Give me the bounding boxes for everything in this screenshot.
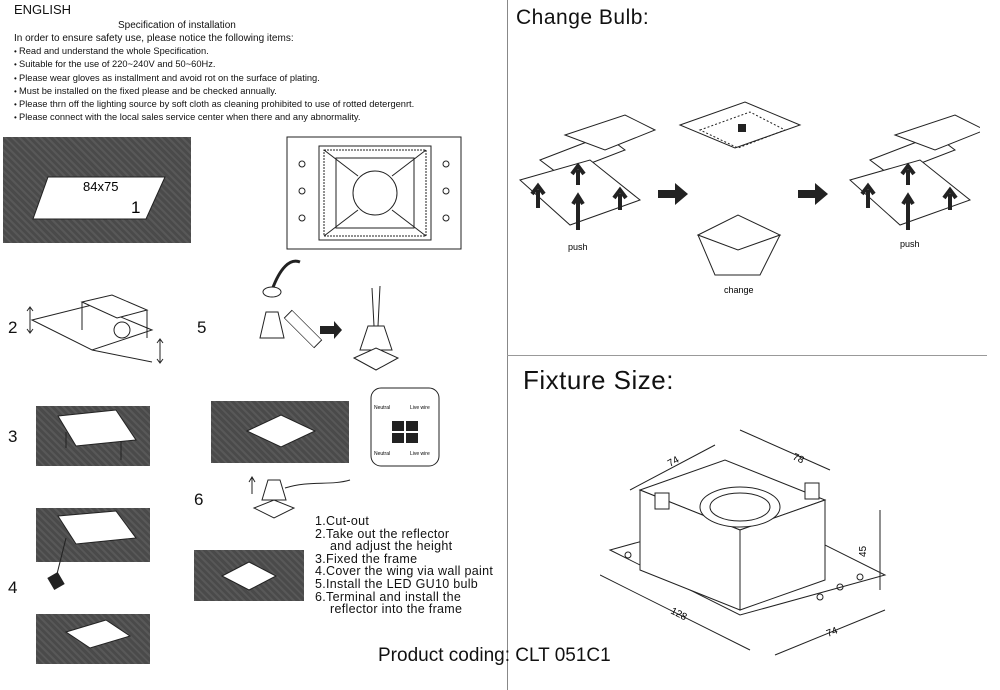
- dimension-width: 74: [825, 625, 840, 640]
- fixture-size-heading: Fixture Size:: [523, 365, 674, 395]
- bullet-item: Read and understand the whole Specificat…: [14, 45, 414, 58]
- wiring-terminal-diagram: Neutral Live wire Neutral Live wire: [370, 387, 440, 467]
- language-heading: ENGLISH: [14, 2, 72, 17]
- step-text: 2.Take out the reflector: [315, 526, 450, 541]
- dimension-top-right: 78: [791, 452, 806, 467]
- painted-frame-diagram: [64, 619, 132, 649]
- product-coding: Product coding: CLT 051C1: [378, 645, 611, 666]
- install-bulb-diagram: [259, 259, 400, 371]
- step-number: 4: [8, 578, 18, 597]
- height-adjust-diagram: [26, 294, 164, 364]
- change-bulb-diagram: push change push: [518, 101, 980, 295]
- neutral-label: Neutral: [374, 451, 390, 457]
- step-text: and adjust the height: [330, 539, 453, 554]
- step-text: 4.Cover the wing via wall paint: [315, 564, 494, 579]
- dimension-top-left: 74: [666, 454, 682, 469]
- bullet-item: Suitable for the use of 220~240V and 50~…: [14, 58, 414, 71]
- fix-frame-diagram: [57, 409, 137, 460]
- safety-bullets: Read and understand the whole Specificat…: [14, 45, 414, 125]
- step-text: 6.Terminal and install the: [315, 589, 462, 604]
- dimension-length: 128: [669, 606, 689, 624]
- dimension-height: 45: [858, 545, 869, 557]
- cutout-size-label: 84x75: [83, 179, 118, 194]
- step-text: 1.Cut-out: [315, 514, 370, 528]
- step-number: 6: [194, 490, 204, 509]
- bullet-item: Please connect with the local sales serv…: [14, 111, 414, 124]
- push-label: push: [900, 239, 920, 249]
- ceiling-panel-step4b: [36, 614, 150, 664]
- vertical-divider: [507, 0, 508, 690]
- fixture-size-diagram: 74 78 45 128 74: [600, 429, 887, 656]
- terminal-reflector-diagram: [248, 476, 351, 519]
- step-text: 5.Install the LED GU10 bulb: [315, 576, 479, 591]
- finished-install-diagram: [220, 561, 278, 591]
- live-wire-label: Live wire: [410, 451, 430, 457]
- step-text: 3.Fixed the frame: [315, 551, 418, 566]
- bullet-item: Must be installed on the fixed please an…: [14, 85, 414, 98]
- bullet-item: Please wear gloves as installment and av…: [14, 72, 414, 85]
- change-bulb-heading: Change Bulb:: [516, 6, 650, 29]
- horizontal-divider: [507, 355, 987, 356]
- cutout-diagram: 84x75 1: [32, 176, 166, 220]
- push-label: push: [568, 242, 588, 252]
- frame-front-view: [286, 136, 462, 250]
- step-number: 1: [131, 198, 140, 217]
- live-wire-label: Live wire: [410, 405, 430, 411]
- step-text: reflector into the frame: [330, 602, 463, 617]
- step-number: 5: [197, 318, 207, 337]
- step-number: 2: [8, 318, 18, 337]
- ceiling-frame-diagram: [245, 414, 317, 448]
- paint-wing-diagram: [47, 510, 137, 591]
- spec-title: Specification of installation: [118, 20, 236, 31]
- spec-intro: In order to ensure safety use, please no…: [14, 33, 294, 44]
- neutral-label: Neutral: [374, 405, 390, 411]
- ceiling-panel-step6: [194, 550, 304, 601]
- change-label: change: [724, 285, 754, 295]
- step-number: 3: [8, 427, 18, 446]
- installation-steps: 1.Cut-out 2.Take out the reflector and a…: [315, 515, 493, 616]
- bullet-item: Please thrn off the lighting source by s…: [14, 98, 414, 111]
